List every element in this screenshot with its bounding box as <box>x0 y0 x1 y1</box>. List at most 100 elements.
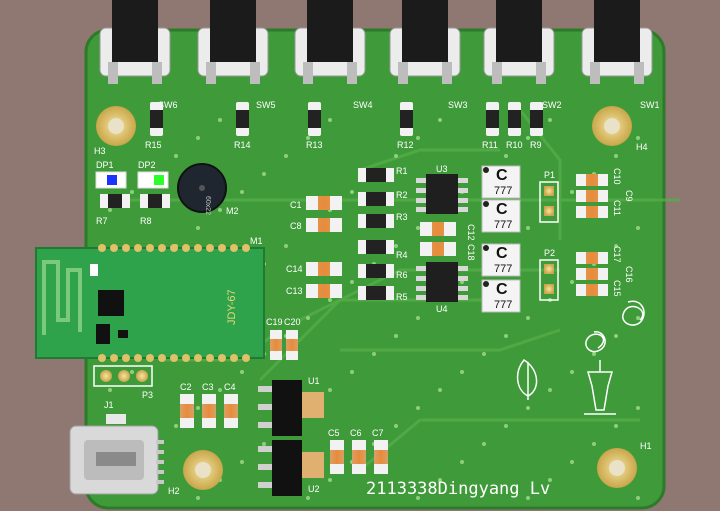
svg-text:DP2: DP2 <box>138 160 156 170</box>
caps-c2-c4: C2 C3 C4 <box>180 382 238 428</box>
caps-c5-c7: C5 C6 C7 <box>328 428 388 474</box>
module-pin <box>218 244 226 252</box>
module-pin <box>170 354 178 362</box>
svg-text:R15: R15 <box>145 140 162 150</box>
switch-label: SW1 <box>640 100 660 110</box>
svg-text:M1: M1 <box>250 236 263 246</box>
switch-label: SW5 <box>256 100 276 110</box>
svg-text:C8: C8 <box>290 221 302 231</box>
svg-text:P1: P1 <box>544 170 555 180</box>
via <box>262 172 266 176</box>
led-dp1: DP1 <box>95 160 127 189</box>
regulator-u1: U1 <box>258 376 324 436</box>
via <box>130 370 134 374</box>
svg-text:U3: U3 <box>436 164 448 174</box>
via <box>108 208 112 212</box>
via <box>614 244 618 248</box>
switch-4: SW3 <box>389 0 468 110</box>
via <box>570 280 574 284</box>
module-pin <box>182 354 190 362</box>
module-pin <box>98 244 106 252</box>
via <box>174 424 178 428</box>
via <box>240 190 244 194</box>
hole-label: H3 <box>94 146 106 156</box>
via <box>416 316 420 320</box>
header-p1: P1 <box>539 170 559 223</box>
via <box>636 226 640 230</box>
svg-text:C: C <box>496 167 508 184</box>
via <box>570 460 574 464</box>
svg-text:J1: J1 <box>104 400 114 410</box>
via <box>614 424 618 428</box>
lantern-artwork <box>516 300 645 415</box>
svg-text:60x22: 60x22 <box>204 196 211 215</box>
mounting-hole-h3: H3 <box>94 106 136 156</box>
via <box>328 388 332 392</box>
via <box>504 334 508 338</box>
svg-text:C3: C3 <box>202 382 214 392</box>
svg-text:C: C <box>496 201 508 218</box>
via <box>482 442 486 446</box>
via <box>306 496 310 500</box>
via <box>570 190 574 194</box>
via <box>394 424 398 428</box>
via <box>614 154 618 158</box>
hole-label: H4 <box>636 142 648 152</box>
via <box>636 316 640 320</box>
left-capacitors: C1 C8 C14 C13 <box>286 196 342 298</box>
via <box>416 226 420 230</box>
resistor-r9: R9 <box>530 102 543 150</box>
svg-text:R4: R4 <box>396 250 408 260</box>
ic-u3: U3 <box>416 164 468 214</box>
svg-text:C14: C14 <box>286 264 303 274</box>
via <box>416 496 420 500</box>
via <box>328 478 332 482</box>
module-pin <box>158 354 166 362</box>
module-pin <box>194 244 202 252</box>
via <box>482 352 486 356</box>
resistor-r14: R14 <box>234 102 251 150</box>
resistor-r10: R10 <box>506 102 523 150</box>
header-p3: P3 <box>93 365 153 400</box>
ic-u4: U4 <box>416 262 468 314</box>
svg-text:DP1: DP1 <box>96 160 114 170</box>
via <box>570 370 574 374</box>
led-dp2: DP2 <box>137 160 169 189</box>
via <box>394 154 398 158</box>
svg-text:777: 777 <box>494 263 512 275</box>
via <box>262 442 266 446</box>
via <box>526 136 530 140</box>
switch-label: SW3 <box>448 100 468 110</box>
switch-5: SW2 <box>483 0 562 110</box>
via <box>394 244 398 248</box>
svg-text:C6: C6 <box>350 428 362 438</box>
module-pin <box>98 354 106 362</box>
module-pin <box>158 244 166 252</box>
switch-6: SW1 <box>581 0 660 110</box>
svg-text:777: 777 <box>494 219 512 231</box>
regulator-u2: U2 <box>258 440 324 496</box>
via <box>328 118 332 122</box>
mounting-hole-h2: H2 <box>168 450 223 496</box>
via <box>394 334 398 338</box>
right-capacitors: C10 C9 C11 C17 C16 C15 <box>576 168 634 297</box>
via <box>548 388 552 392</box>
svg-text:R8: R8 <box>140 216 152 226</box>
bluetooth-module-m1: M1 JDY-67 <box>35 236 265 362</box>
led-resistors: R7 R8 <box>96 194 170 226</box>
mounting-hole-h1: H1 <box>597 441 652 488</box>
designer-signature: 2113338Dingyang Lv <box>366 479 550 499</box>
via <box>548 478 552 482</box>
svg-text:P3: P3 <box>142 390 153 400</box>
via <box>218 118 222 122</box>
module-pin <box>206 354 214 362</box>
via <box>636 136 640 140</box>
svg-text:R1: R1 <box>396 166 408 176</box>
svg-text:C16: C16 <box>624 266 634 283</box>
svg-text:U1: U1 <box>308 376 320 386</box>
svg-text:R11: R11 <box>482 140 498 150</box>
